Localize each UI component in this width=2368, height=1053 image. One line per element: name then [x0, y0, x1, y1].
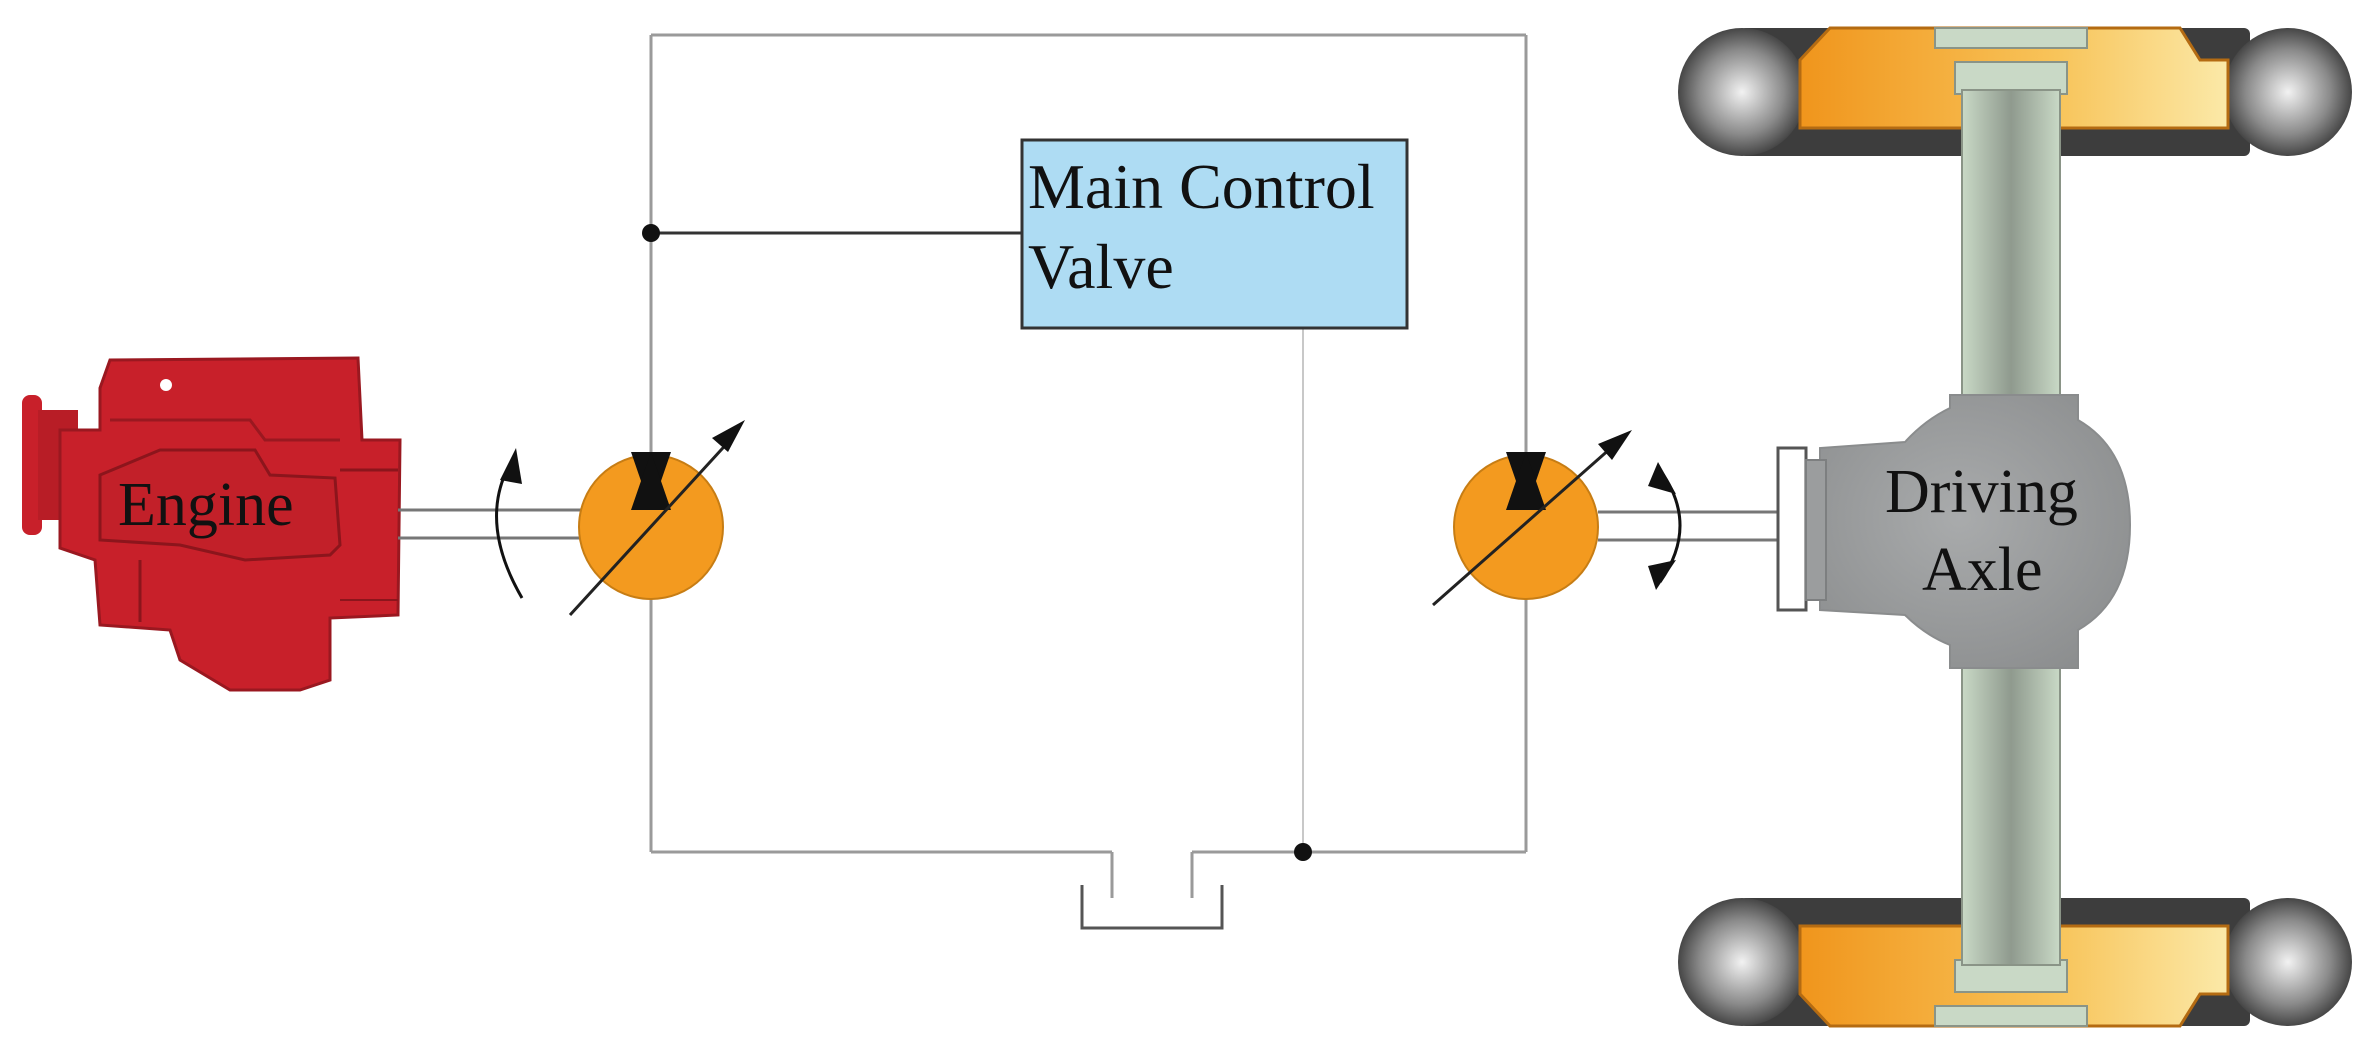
junction-dot-left	[642, 224, 660, 242]
junction-dot-bottom	[1294, 843, 1312, 861]
differential-housing	[1819, 394, 2132, 669]
valve-box	[1020, 138, 1409, 330]
axle-label-line1: Driving	[1885, 458, 2078, 526]
motor-rotation-arrow-icon	[1648, 462, 1682, 590]
hydraulic-circuit	[649, 33, 1528, 898]
upper-half-shaft	[1961, 89, 2061, 411]
motor-output-shaft	[1598, 510, 1778, 542]
engine-fill-cap	[160, 379, 172, 391]
engine-rotation-arrow-icon	[495, 448, 524, 599]
tank-icon	[1080, 885, 1224, 930]
valve-label-line1: Main Control	[1028, 151, 1375, 222]
driving-axle: Driving Axle	[1678, 26, 2352, 1028]
lower-half-shaft	[1961, 659, 2061, 966]
engine-icon: Engine	[22, 356, 402, 692]
variable-pump-icon	[568, 420, 745, 617]
main-control-valve: Main Control Valve	[1020, 138, 1409, 330]
engine-output-shaft	[398, 508, 582, 540]
axle-input-flange	[1776, 446, 1808, 612]
engine-label: Engine	[118, 471, 294, 539]
valve-label-line2: Valve	[1028, 231, 1174, 302]
variable-motor-icon	[1432, 430, 1632, 607]
axle-label-line2: Axle	[1922, 536, 2043, 604]
